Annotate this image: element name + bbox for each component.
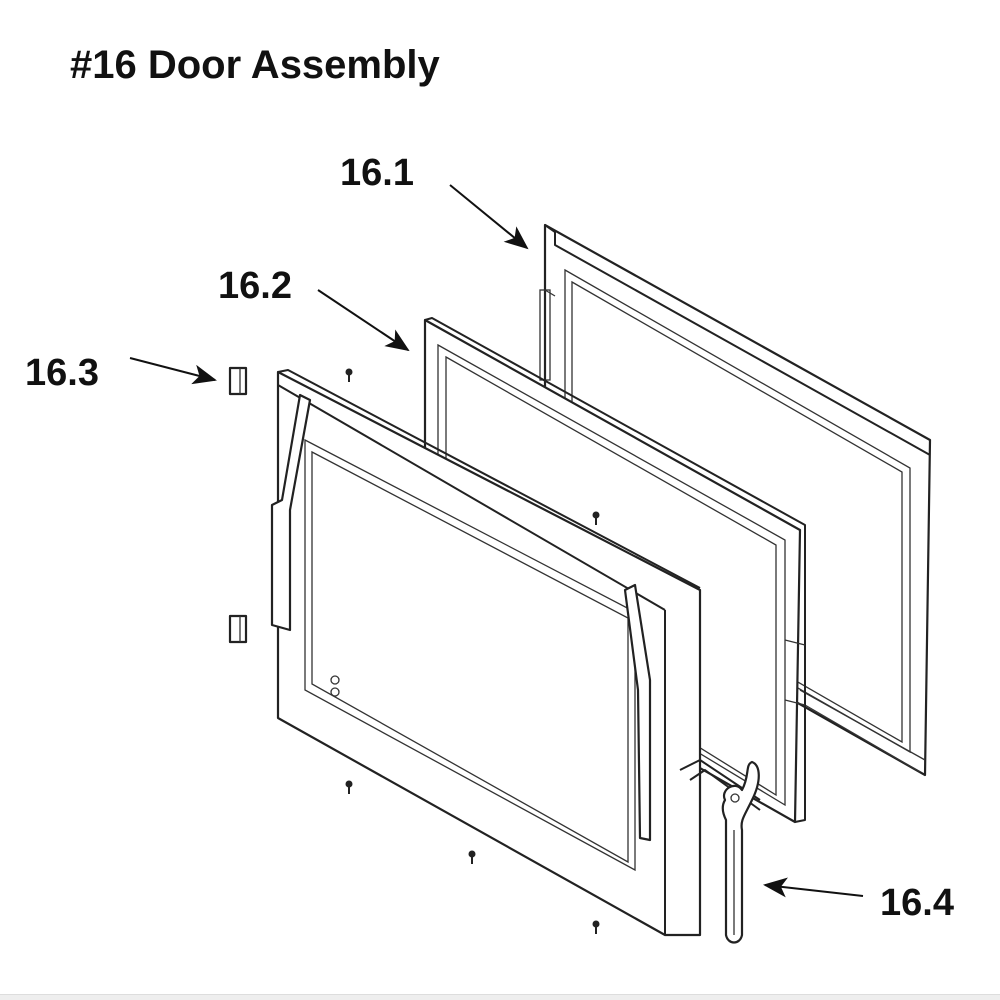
screws [345,368,600,934]
arrow-icon [763,877,864,898]
screw-icon [345,368,353,382]
callout-16-2: 16.2 [218,265,410,352]
callout-label: 16.1 [340,152,414,194]
screw-icon [592,511,600,525]
arrow-icon [129,357,217,385]
callout-label: 16.2 [218,265,292,307]
arrow-icon [449,184,529,250]
bottom-edge-strip [0,994,1000,1000]
callout-16-1: 16.1 [340,152,529,250]
part-16-3-hinge-blocks [228,366,248,644]
arrow-icon [317,289,410,352]
part-16-4-handle [721,760,760,944]
diagram-title: #16 Door Assembly [70,43,441,87]
screw-icon [592,920,600,934]
screw-icon [345,780,353,794]
callout-16-4: 16.4 [763,877,954,924]
callout-16-3: 16.3 [25,352,217,394]
callout-label: 16.4 [880,882,954,924]
screw-icon [468,850,476,864]
callout-label: 16.3 [25,352,99,394]
front-door-frame [270,369,761,937]
